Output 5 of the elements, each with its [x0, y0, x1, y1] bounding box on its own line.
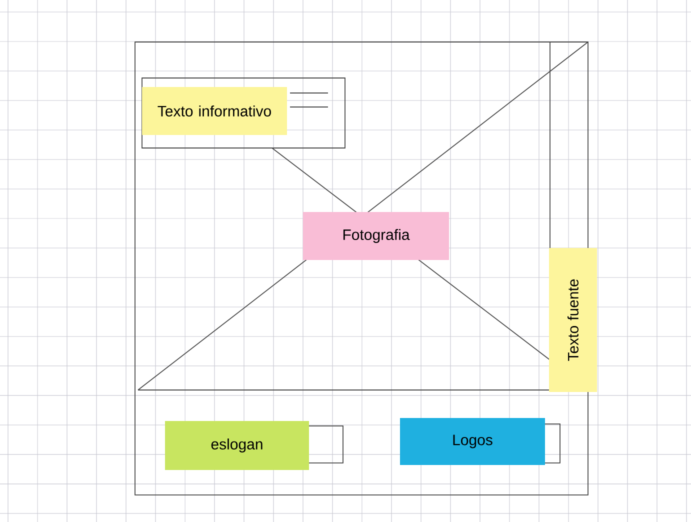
sticky-note: Texto fuente: [549, 248, 597, 392]
sticky-note: Fotografia: [303, 212, 449, 260]
sticky-note: Logos: [400, 418, 545, 465]
sticky-note: Texto informativo: [142, 87, 287, 135]
sticky-note: eslogan: [165, 420, 309, 470]
